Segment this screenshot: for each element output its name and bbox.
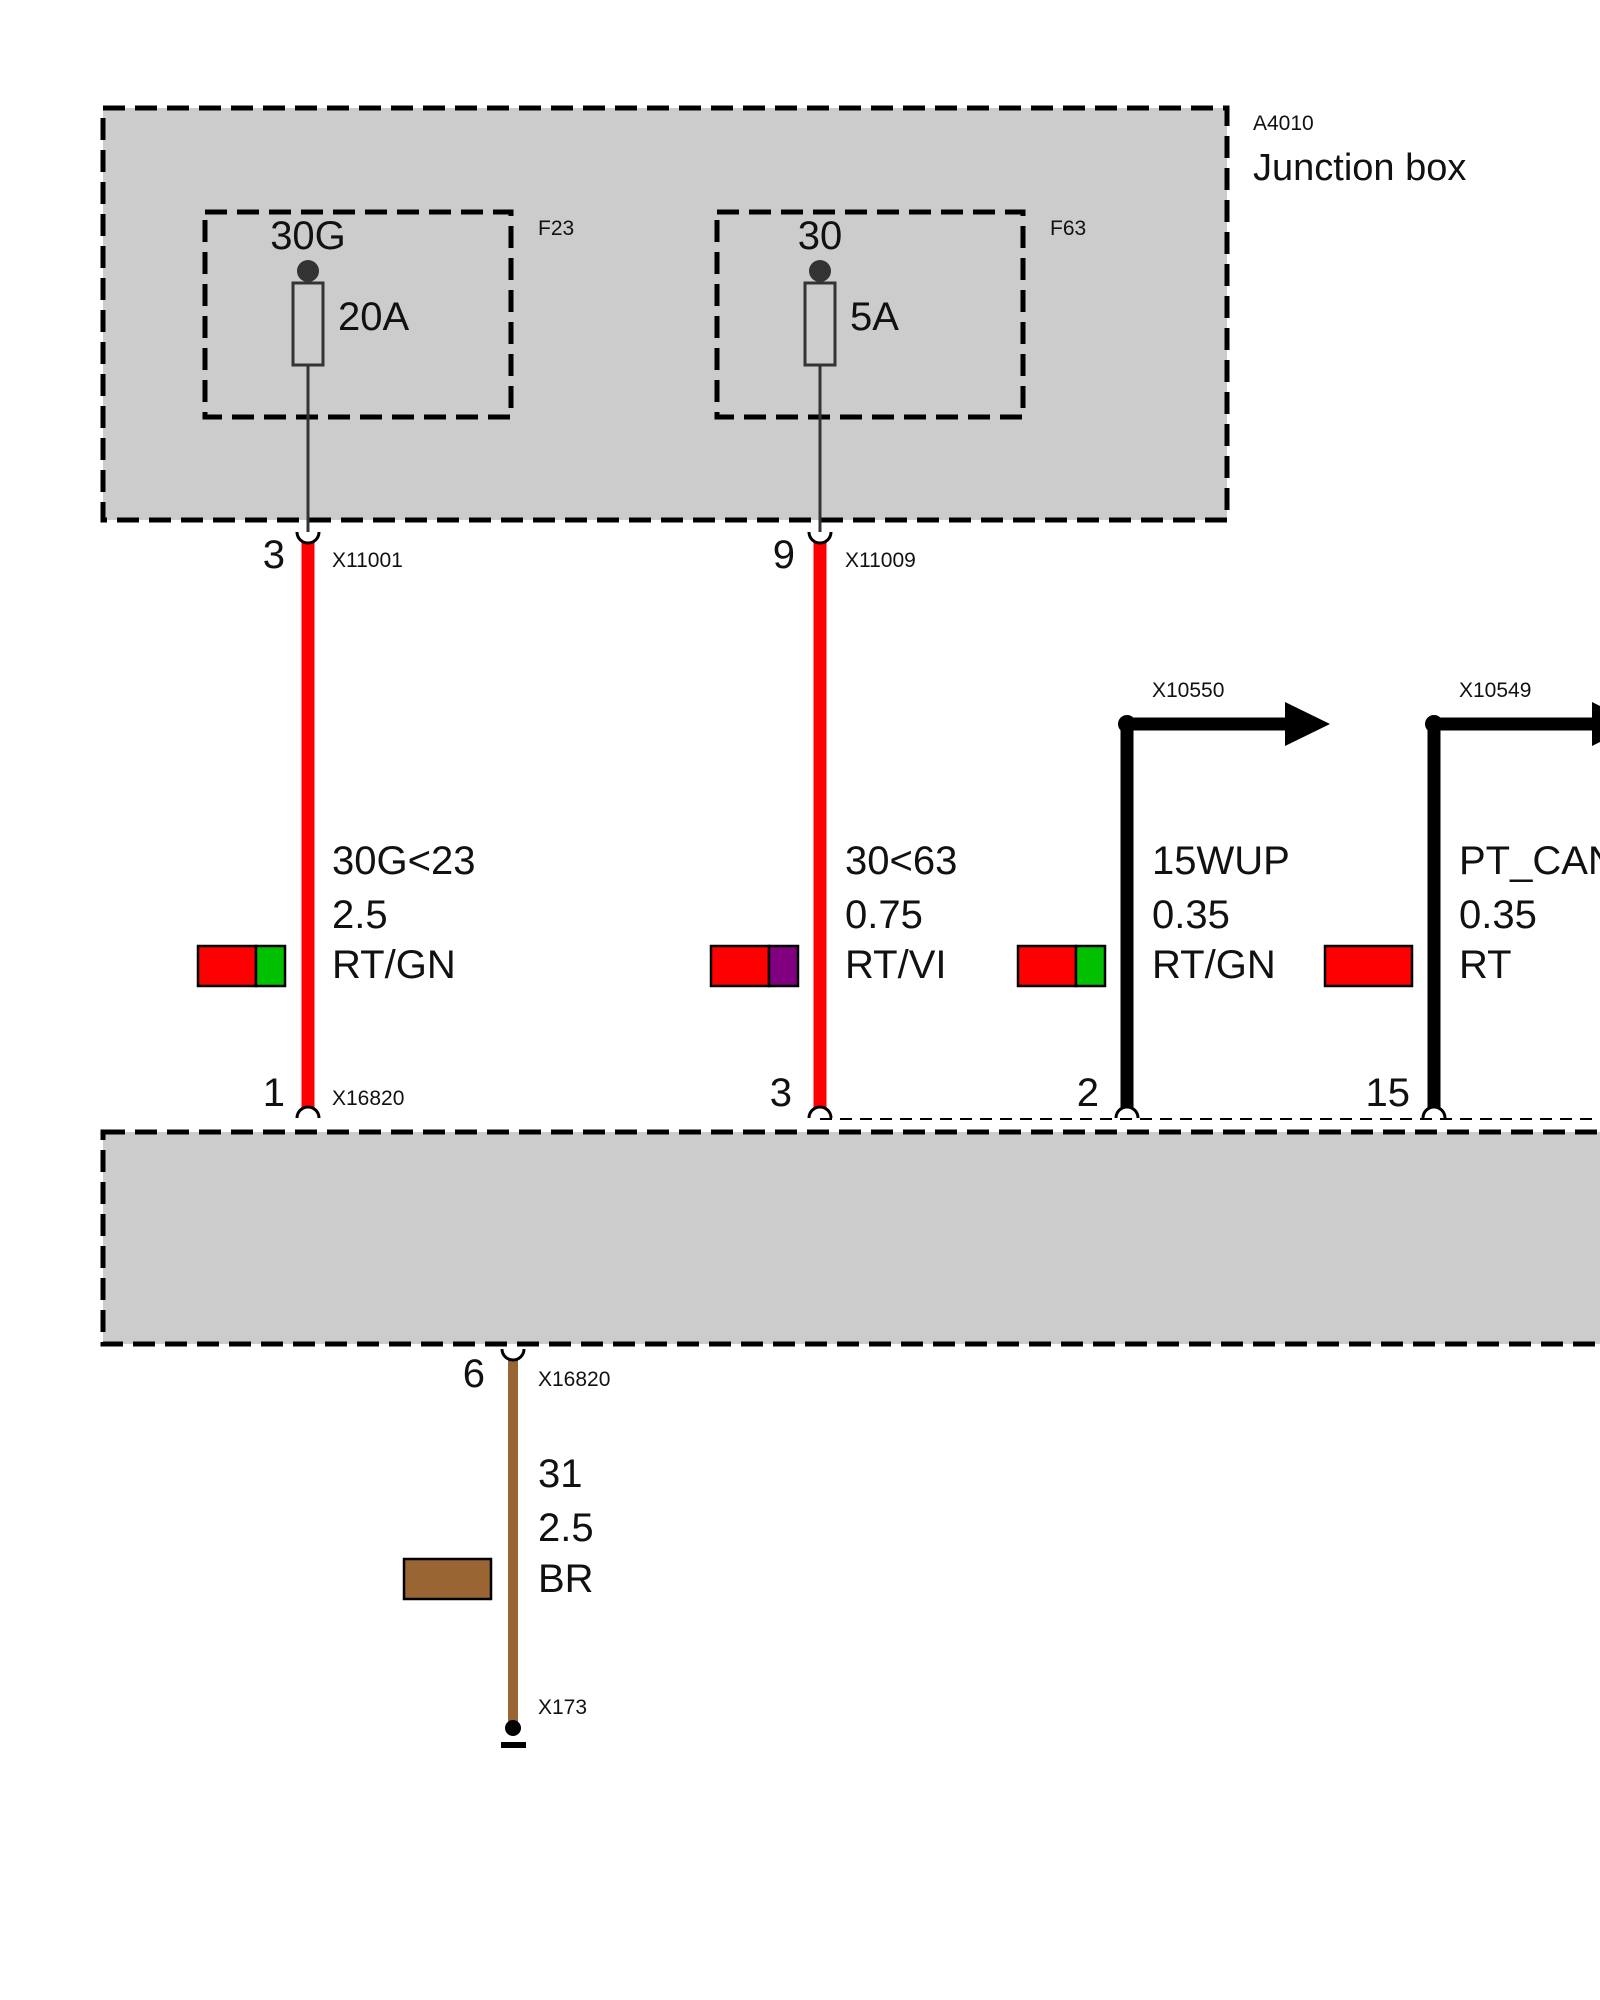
wire-signal: 30G<23 xyxy=(332,839,475,883)
outgoing-connector-id: X10549 xyxy=(1459,679,1531,702)
wire-color-code: BR xyxy=(538,1557,594,1601)
wire-signal: 15WUP xyxy=(1152,839,1290,883)
control-unit-box xyxy=(100,1118,1600,1347)
connector-pin-icon xyxy=(1114,1105,1140,1119)
ground-wire-31: 6 X16820 31 2.5 BR X173 xyxy=(402,1348,610,1748)
connector-pin-icon xyxy=(807,1105,833,1119)
color-swatch xyxy=(402,1557,493,1601)
color-swatch xyxy=(1074,944,1107,988)
connector-pin-icon xyxy=(807,531,833,545)
color-swatch xyxy=(767,944,800,988)
wire-color-code: RT/VI xyxy=(845,943,947,987)
fuse-rating: 5A xyxy=(850,295,899,339)
wire-30-63: 9 X11009 30<63 0.75 RT/VI 3 xyxy=(709,531,957,1119)
color-swatch xyxy=(196,944,258,988)
connector-id: X11009 xyxy=(845,549,916,572)
wire-gauge: 2.5 xyxy=(332,893,388,937)
fuse-terminal: 30 xyxy=(798,214,843,258)
wire-signal: 31 xyxy=(538,1452,583,1496)
bottom-pin: 1 xyxy=(263,1071,285,1115)
fuse-id: F23 xyxy=(538,217,574,240)
wire-signal: PT_CAN xyxy=(1459,839,1600,883)
color-swatch xyxy=(254,944,287,988)
connector-id: X11001 xyxy=(332,549,403,572)
outgoing-connector-id: X10550 xyxy=(1152,679,1224,702)
color-swatch xyxy=(1323,944,1414,988)
connector-pin: 9 xyxy=(773,533,795,577)
connector-pin-icon xyxy=(295,1105,321,1119)
fuse-f23: F23 30G 20A xyxy=(202,209,574,540)
ground-point-dot xyxy=(505,1720,521,1736)
wire-color-code: RT xyxy=(1459,943,1512,987)
ground-point-id: X173 xyxy=(538,1696,587,1719)
ground-icon xyxy=(501,1742,526,1748)
wire-color-code: RT/GN xyxy=(1152,943,1276,987)
connector-pin: 3 xyxy=(263,533,285,577)
fuse-id: F63 xyxy=(1050,217,1086,240)
wire-gauge: 0.35 xyxy=(1459,893,1537,937)
wire-gauge: 2.5 xyxy=(538,1506,594,1550)
wire-signal: 30<63 xyxy=(845,839,957,883)
fuse-icon xyxy=(803,281,837,367)
wire-color-code: RT/GN xyxy=(332,943,456,987)
bottom-connector-id: X16820 xyxy=(332,1087,404,1110)
wire-gauge: 0.75 xyxy=(845,893,923,937)
fuse-icon xyxy=(291,281,325,367)
arrow-right-icon xyxy=(1592,702,1600,746)
ground-connector-id: X16820 xyxy=(538,1368,610,1391)
junction-box-name: Junction box xyxy=(1253,147,1466,189)
connector-pin-icon xyxy=(1421,1105,1447,1119)
bottom-pin: 3 xyxy=(770,1071,792,1115)
bottom-pin: 2 xyxy=(1077,1071,1099,1115)
fuse-terminal: 30G xyxy=(270,214,346,258)
wire-30g-23: 3 X11001 30G<23 2.5 RT/GN 1 X16820 xyxy=(196,531,475,1119)
color-swatch xyxy=(709,944,771,988)
ground-pin: 6 xyxy=(463,1352,485,1396)
wire-pt-can: X10549 PT_CAN 0.35 RT 15 xyxy=(1323,679,1600,1119)
connector-pin-icon xyxy=(500,1348,526,1362)
arrow-right-icon xyxy=(1285,702,1330,746)
fuse-f63: F63 30 5A xyxy=(714,209,1086,540)
bottom-pin: 15 xyxy=(1366,1071,1411,1115)
wire-15wup: X10550 15WUP 0.35 RT/GN 2 xyxy=(1016,679,1330,1119)
junction-box: A4010 Junction box xyxy=(100,105,1466,523)
connector-pin-icon xyxy=(295,531,321,545)
junction-box-id: A4010 xyxy=(1253,112,1314,135)
wire-gauge: 0.35 xyxy=(1152,893,1230,937)
fuse-rating: 20A xyxy=(338,295,409,339)
color-swatch xyxy=(1016,944,1078,988)
